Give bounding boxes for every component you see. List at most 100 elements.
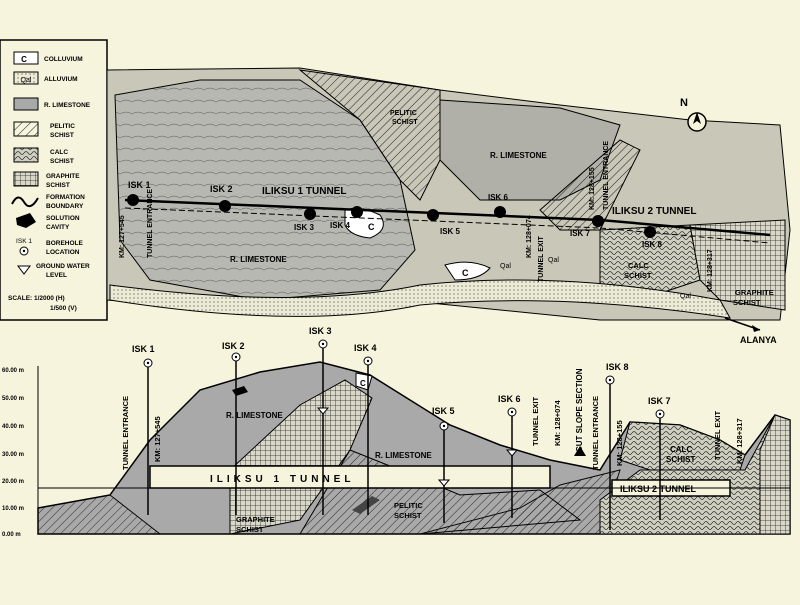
section-borehole-isk3: ISK 3 xyxy=(309,326,332,515)
legend-symbol-graphite-schist xyxy=(13,171,39,187)
legend-label-8: SCHIST xyxy=(46,182,70,189)
groundwater-icon xyxy=(437,479,451,487)
section-rock-pelitic-schist: SCHIST xyxy=(394,511,422,520)
plan-alluvium-label-3: Qal xyxy=(680,293,691,300)
section-km-entrance1: KM: 127+545 xyxy=(153,416,162,462)
section-km-entrance2: KM: 128+155 xyxy=(615,420,624,466)
plan-borehole-isk4 xyxy=(351,206,363,218)
plan-exit1-label: TUNNEL EXIT xyxy=(538,236,545,282)
legend-label-14: LOCATION xyxy=(46,249,80,256)
legend-label-0: COLLUVIUM xyxy=(44,56,83,63)
section-rock-graphite-schist: SCHIST xyxy=(236,525,264,534)
plan-label-isk3: ISK 3 xyxy=(294,223,315,232)
borehole-dot-icon xyxy=(234,355,238,359)
groundwater-icon xyxy=(505,449,519,457)
legend-symbol-calc-schist xyxy=(13,147,39,163)
section-cavity-2 xyxy=(352,496,380,514)
section-km-exit1: KM: 128+074 xyxy=(553,400,562,446)
elev-0: 0.00 m xyxy=(2,532,21,538)
cross-section: C ILIKSU 1 TUNNEL ILIKSU 2 TUNNEL 60.00 … xyxy=(2,326,791,538)
legend-symbol-text-0: C xyxy=(21,55,27,64)
section-tunnel1-label: ILIKSU 1 TUNNEL xyxy=(210,474,354,485)
legend-label-4: SCHIST xyxy=(50,132,74,139)
legend-label-1: ALLUVIUM xyxy=(44,76,78,83)
plan-alluvium-road xyxy=(109,279,731,319)
plan-colluvium-label-2: C xyxy=(462,268,469,278)
section-graphite-schist xyxy=(229,379,373,535)
elev-40: 40.00 m xyxy=(2,424,24,430)
alanya-arrow-icon xyxy=(752,325,760,332)
plan-borehole-isk1 xyxy=(127,194,139,206)
plan-km-exit2: KM: 128+317 xyxy=(707,249,714,292)
plan-alluvium-label: Qal xyxy=(500,263,511,270)
plan-limestone-left xyxy=(114,79,416,301)
section-borehole-isk8: ISK 8 xyxy=(605,362,629,530)
plan-km-entrance2: KM: 128+155 xyxy=(589,167,596,210)
plan-colluvium-2 xyxy=(444,261,491,281)
legend-label-6: SCHIST xyxy=(50,158,74,165)
section-km-exit2: KM: 128+317 xyxy=(735,418,744,464)
legend-scale-h: SCALE: 1/2000 (H) xyxy=(8,295,65,302)
groundwater-icon xyxy=(316,407,330,415)
legend-label-15: GROUND WATER xyxy=(36,263,90,270)
section-borehole-isk2: ISK 2 xyxy=(222,341,245,515)
borehole-dot-icon xyxy=(366,359,370,363)
legend-symbol-alluvium xyxy=(13,71,39,85)
plan-rock-pelitic-schist: SCHIST xyxy=(392,119,418,126)
legend-label-12: CAVITY xyxy=(46,224,70,231)
legend-label-9: FORMATION xyxy=(46,194,85,201)
plan-label-isk6: ISK 6 xyxy=(488,193,509,202)
legend-label-11: SOLUTION xyxy=(46,215,80,222)
legend-symbol-text-1: Qal xyxy=(21,77,32,84)
plan-label-isk5: ISK 5 xyxy=(440,227,461,236)
section-rock-calc-schist: SCHIST xyxy=(666,455,695,464)
plan-rock-pelitic: PELITIC xyxy=(390,110,417,117)
borehole-label: ISK 3 xyxy=(309,326,332,336)
legend-symbol-text-13: ISK 1 xyxy=(16,238,32,245)
plan-graphite-schist xyxy=(689,219,786,311)
plan-km-entrance1: KM: 127+545 xyxy=(119,215,126,258)
plan-borehole-isk5 xyxy=(427,209,439,221)
plan-colluvium-label: C xyxy=(368,222,375,232)
plan-entrance1-label: TUNNEL ENTRANCE xyxy=(147,189,154,258)
legend-label-7: GRAPHITE xyxy=(46,173,80,180)
section-rock-pelitic: PELITIC xyxy=(394,501,423,510)
plan-entrance2-label: TUNNEL ENTRANCE xyxy=(603,141,610,210)
north-arrow-pointer-icon xyxy=(693,112,701,124)
plan-label-isk8: ISK 7 xyxy=(570,229,591,238)
borehole-dot-icon xyxy=(658,412,662,416)
section-colluvium-label: C xyxy=(360,379,366,388)
borehole-dot-icon xyxy=(146,361,150,365)
elev-60: 60.00 m xyxy=(2,368,24,374)
legend-symbol-cavity xyxy=(16,213,36,228)
plan-km-exit1: KM: 128+074 xyxy=(526,215,533,258)
legend-label-3: PELITIC xyxy=(50,123,75,130)
plan-rock-graphite: GRAPHITE xyxy=(735,288,774,297)
north-label: N xyxy=(680,97,688,109)
section-rock-calc: CALC xyxy=(670,445,692,454)
plan-rock-graphite-schist: SCHIST xyxy=(733,298,761,307)
borehole-dot-icon xyxy=(608,378,612,382)
section-borehole-isk7: ISK 7 xyxy=(648,396,671,520)
elev-20: 20.00 m xyxy=(2,479,24,485)
section-entrance2-label: TUNNEL ENTRANCE xyxy=(591,396,600,470)
section-exit2-label: TUNNEL EXIT xyxy=(713,411,722,460)
plan-borehole-isk8 xyxy=(592,215,604,227)
plan-view: C C Qal Qal Qal ISK 1 ISK 2 ISK 3 ISK 4 … xyxy=(106,67,791,345)
plan-borehole-isk6 xyxy=(494,206,506,218)
plan-label-isk1: ISK 1 xyxy=(128,180,151,190)
legend-label-2: R. LIMESTONE xyxy=(44,102,91,109)
borehole-label: ISK 1 xyxy=(132,344,155,354)
section-borehole-isk5: ISK 5 xyxy=(432,406,455,523)
elev-30: 30.00 m xyxy=(2,452,24,458)
section-exit1-label: TUNNEL EXIT xyxy=(531,397,540,446)
destination-label: ALANYA xyxy=(740,335,777,345)
section-rock-limestone-2: R. LIMESTONE xyxy=(375,451,432,460)
plan-alluvium-label-2: Qal xyxy=(548,257,559,264)
section-cut-slope: CUT SLOPE SECTION xyxy=(575,368,584,452)
section-entrance1-label: TUNNEL ENTRANCE xyxy=(121,396,130,470)
legend-label-13: BOREHOLE xyxy=(46,240,84,247)
legend-symbol-groundwater xyxy=(17,265,31,275)
section-borehole-isk6: ISK 6 xyxy=(498,394,521,518)
